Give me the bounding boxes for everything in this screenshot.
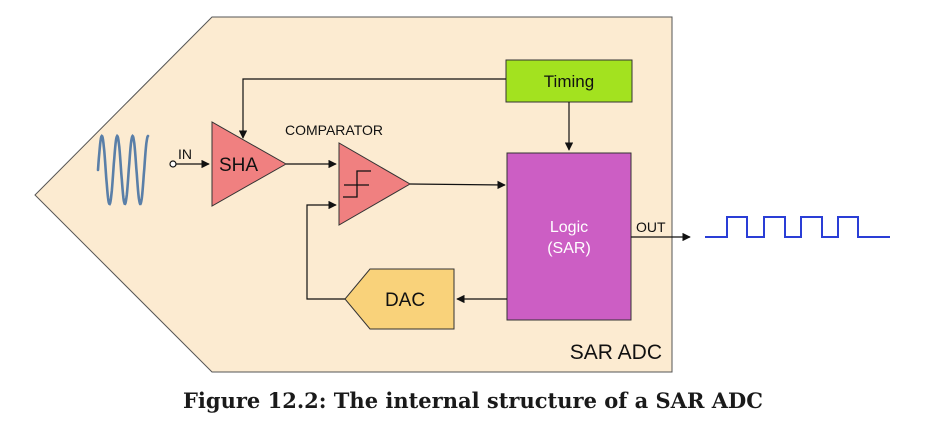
sine-wave-icon (96, 133, 150, 206)
logic-label-line1: Logic (550, 219, 588, 236)
square-wave-icon (705, 216, 890, 238)
output-label: OUT (636, 219, 666, 235)
dac-to-comparator-line (306, 200, 345, 300)
comparator-block (338, 142, 411, 226)
enclosure-label: SAR ADC (570, 341, 662, 364)
comparator-to-logic-line (409, 180, 506, 190)
sha-block (211, 121, 288, 207)
dac-block (344, 268, 455, 330)
input-label: IN (178, 146, 192, 162)
figure-caption: Figure 12.2: The internal structure of a… (183, 388, 763, 413)
timing-label: Timing (544, 72, 594, 91)
comparator-label: COMPARATOR (285, 122, 383, 138)
input-terminal (169, 160, 177, 168)
timing-block (505, 59, 633, 103)
dac-label: DAC (385, 290, 425, 311)
sha-label: SHA (219, 155, 258, 176)
hysteresis-icon (343, 170, 371, 198)
logic-block (506, 152, 632, 321)
timing-to-sha-line (238, 78, 506, 139)
logic-label-line2: (SAR) (547, 240, 591, 257)
